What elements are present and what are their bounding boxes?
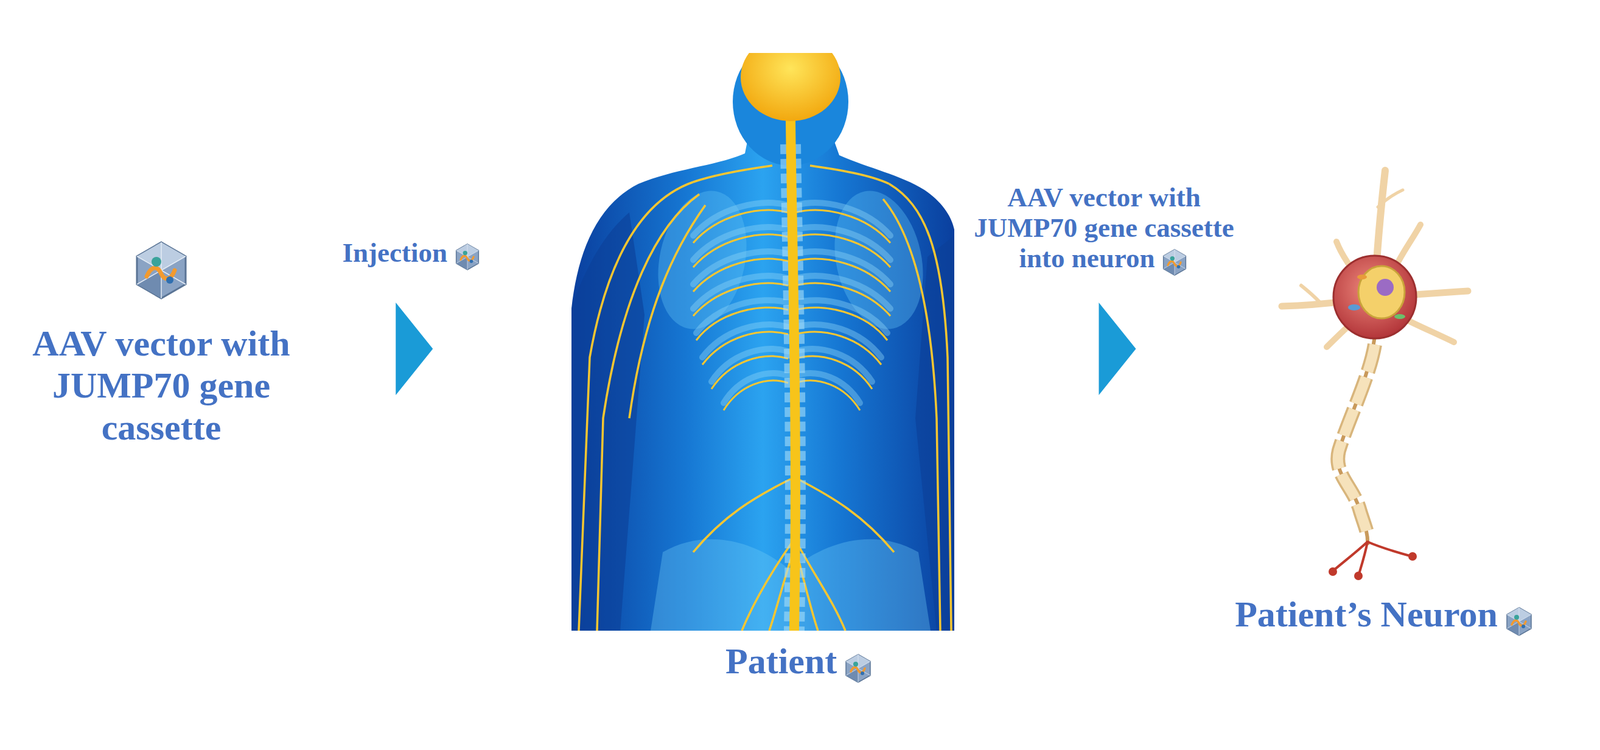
capsid-cargo [1170,256,1175,261]
capsid-cargo [151,256,162,267]
capsid-cargo [166,276,174,284]
limb-nerves [578,165,952,631]
patient-illustration [571,52,955,631]
terminal-branch [1367,541,1412,557]
flow-connector [954,302,1212,395]
organelle [1394,314,1406,319]
dendrite [1301,285,1321,304]
organelle [1348,304,1361,311]
myelin-sheath-light [1337,344,1375,536]
spinal-cord [790,119,796,631]
capsid-facet [1506,607,1532,622]
arrow-head [1098,302,1136,395]
nerve [723,380,789,411]
capsid-edge [1174,249,1176,263]
capsid-edge [161,256,186,271]
connector-guide [307,348,572,350]
arrow-head [395,302,433,395]
nucleus [1358,265,1405,319]
nerve [702,331,789,365]
aav-capsid-icon [842,653,874,684]
nerve [795,331,882,365]
capsid-edge [1174,255,1186,263]
text-row: Patient’s Neuron [1211,592,1559,640]
brain [740,52,841,122]
dendrites [1281,170,1468,347]
node-text: AAV vector with JUMP70 gene cassette [32,323,290,448]
capsid-cargo [860,671,865,675]
capsid-facet [1163,249,1187,263]
nerve [629,205,706,419]
capsid-facet [136,242,186,271]
aav-capsid-icon [130,239,192,301]
process-node: Patient’s Neuron [1211,164,1559,644]
organelle [1357,274,1367,280]
connector-guide [954,348,1212,350]
nucleolus [1376,278,1394,296]
node-text: Patient [725,640,837,682]
nerve [597,194,700,631]
nerve [578,181,694,631]
capsid-facet [456,244,479,257]
soma [1333,255,1417,339]
nerve [883,199,941,631]
aav-capsid-icon [1160,248,1189,277]
dendrite [1377,189,1403,207]
neuron-illustration [1281,170,1468,580]
edge-label: Injection [342,237,448,268]
text-row: AAV vector with JUMP70 gene cassette [24,322,299,449]
capsid-shell [456,244,479,270]
nerve [693,165,773,182]
capsid-cargo [853,661,859,667]
edge-label: AAV vector with JUMP70 gene cassette int… [973,181,1234,274]
aav-capsid-icon [453,242,482,271]
edge-label-box: Injection [320,237,504,274]
capsid-edge [160,242,162,271]
terminal-bulb [1408,551,1417,561]
terminal-branch [1358,541,1368,576]
text-row: Patient [571,639,955,686]
capsid-facet [845,654,871,669]
capsid-cargo [469,259,474,264]
capsid-edge [467,244,469,257]
axon-core [1337,335,1375,545]
capsid-shell [1506,607,1532,636]
flow-connector [307,302,572,395]
icon-holder [24,239,299,301]
capsid-shell [1163,249,1187,276]
body-silhouette [571,138,955,631]
nerve [889,183,952,631]
edge-label-box: AAV vector with JUMP70 gene cassette int… [964,181,1244,279]
nerve [795,307,888,341]
capsid-edge [1518,607,1520,622]
capsid-edge [1519,614,1532,622]
terminal-bulb [1354,571,1363,580]
process-node: AAV vector with JUMP70 gene cassette [15,234,308,455]
nerve [711,356,789,389]
capsid-cargo [463,250,468,256]
left-arm-shade [571,212,645,631]
capsid-shell [136,242,186,299]
capsid-shell [845,654,871,683]
nerve [696,307,789,341]
nerve [797,478,895,552]
axon-terminals [1332,541,1412,576]
capsid-cargo [1177,265,1181,269]
capsid-edge [858,661,871,669]
capsid-edge [467,250,479,257]
nerve [693,478,791,552]
nerve [810,165,890,184]
nerve [795,356,873,389]
terminal-bulb [1328,567,1338,576]
myelin-sheath [1337,344,1375,536]
capsid-cargo [1514,614,1520,620]
capsid-edge [858,654,859,669]
capsid-cargo [1521,624,1526,629]
aav-capsid-icon [1503,606,1535,637]
process-node: Patient [571,48,955,691]
node-text: Patient’s Neuron [1234,593,1498,635]
